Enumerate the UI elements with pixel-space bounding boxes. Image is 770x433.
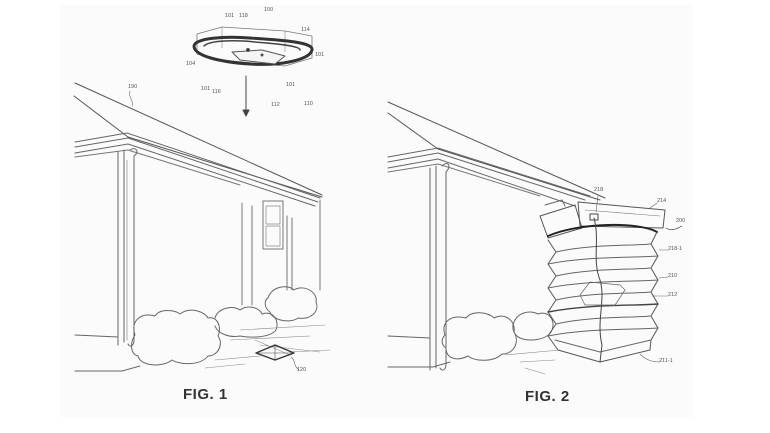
ref-218-1: 218-1 [668, 246, 683, 252]
ref-drone: 100 [264, 7, 274, 13]
ref-118: 118 [239, 13, 248, 19]
ref-101-d: 101 [286, 82, 296, 88]
fig1-drawing [73, 26, 331, 372]
fig2-drawing [387, 101, 683, 375]
ref-101-b: 101 [315, 52, 325, 58]
ref-218: 218 [594, 187, 604, 193]
ref-110: 110 [304, 101, 313, 107]
ref-101-a: 101 [225, 13, 235, 19]
ref-112: 112 [271, 102, 280, 108]
ref-212: 212 [668, 292, 678, 298]
ref-214: 214 [657, 198, 667, 204]
ref-roof: 190 [128, 84, 138, 90]
drone-icon [192, 26, 314, 67]
ref-211-1: 211-1 [659, 358, 673, 364]
fig2-caption: FIG. 2 [525, 388, 570, 405]
ref-114: 114 [301, 27, 310, 33]
accordion-chute-icon [539, 199, 666, 363]
ref-package: 120 [297, 367, 307, 373]
ref-116: 116 [212, 89, 221, 95]
ref-104: 104 [186, 61, 196, 67]
ref-200: 200 [676, 218, 686, 224]
fig1-caption: FIG. 1 [183, 386, 228, 403]
ref-210: 210 [668, 273, 678, 279]
ref-101-c: 101 [201, 86, 211, 92]
package-icon [255, 344, 295, 361]
